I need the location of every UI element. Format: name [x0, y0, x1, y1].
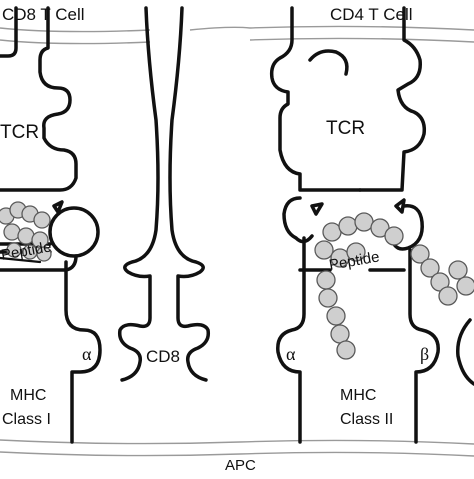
alpha-right-label: α [286, 344, 296, 364]
mhc-class1-label-line2: Class I [2, 411, 51, 428]
cd8-label: CD8 [146, 347, 180, 366]
peptide-right [314, 212, 474, 360]
mhc-class1-label-line1: MHC [10, 387, 46, 404]
tcr-right-label: TCR [326, 118, 365, 139]
apc-membrane [0, 439, 474, 457]
mhc-class2-label-line2: Class II [340, 411, 393, 428]
cd8-coreceptor [117, 6, 211, 382]
peptide-left [0, 201, 52, 262]
cd8-t-cell-label: CD8 T Cell [2, 5, 85, 24]
tcr-right [269, 6, 427, 192]
mhc-class2 [276, 196, 474, 444]
tcr-left [0, 6, 78, 192]
mhc-class2-label-line1: MHC [340, 387, 376, 404]
alpha-left-label: α [82, 344, 92, 364]
cd4-t-cell-label: CD4 T Cell [330, 5, 413, 24]
apc-label: APC [225, 457, 256, 474]
beta-right-label: β [420, 344, 429, 364]
tcr-left-label: TCR [0, 122, 39, 143]
